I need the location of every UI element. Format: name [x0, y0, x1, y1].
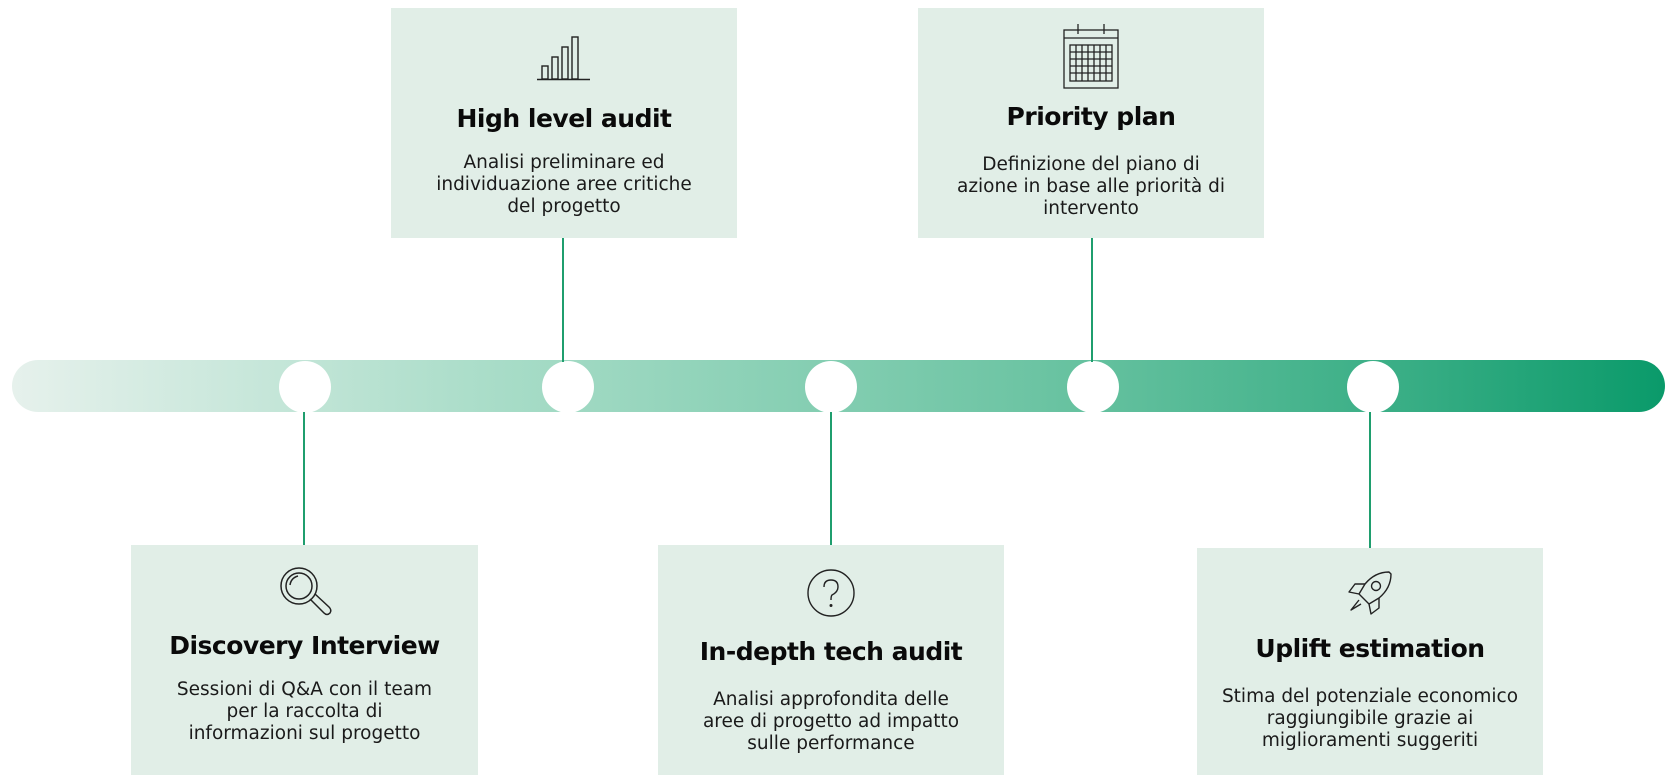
step-title: Discovery Interview: [169, 631, 440, 660]
step-description-line: Sessioni di Q&A con il team: [176, 679, 433, 700]
step-description: Stima del potenziale economico raggiungi…: [1197, 686, 1543, 752]
step-card-discovery-interview: Discovery Interview Sessioni di Q&A con …: [131, 545, 478, 775]
step-description-line: informazioni sul progetto: [188, 723, 421, 744]
step-card-in-depth-tech-audit: In-depth tech audit Analisi approfondita…: [658, 545, 1004, 775]
connector-uplift-estimation: [1369, 412, 1371, 548]
step-description-line: Stima del potenziale economico: [1221, 686, 1519, 707]
question-icon: [807, 569, 855, 617]
step-description-line: azione in base alle priorità di: [956, 176, 1225, 197]
step-description-line: Analisi approfondita delle: [713, 689, 949, 710]
step-description-line: intervento: [1043, 198, 1139, 219]
step-card-priority-plan: Priority plan Definizione del piano di a…: [918, 8, 1264, 238]
connector-in-depth-tech-audit: [830, 412, 832, 548]
step-title: Priority plan: [1006, 102, 1176, 131]
step-description-line: sulle performance: [747, 733, 915, 754]
connector-priority-plan: [1091, 238, 1093, 362]
step-description-line: Definizione del piano di: [982, 154, 1200, 175]
step-description: Analisi approfondita delle aree di proge…: [668, 689, 994, 755]
step-description: Sessioni di Q&A con il team per la racco…: [141, 679, 468, 745]
step-description-line: del progetto: [507, 196, 621, 217]
step-title: High level audit: [456, 104, 672, 133]
bar-chart-icon: [537, 36, 590, 81]
timeline-node-3: [805, 361, 857, 413]
step-description-line: individuazione aree critiche: [436, 174, 692, 195]
magnifier-icon: [279, 567, 332, 616]
step-description: Analisi preliminare ed individuazione ar…: [401, 152, 727, 218]
step-description: Definizione del piano di azione in base …: [928, 154, 1254, 220]
step-description-line: Analisi preliminare ed: [463, 152, 665, 173]
timeline-node-1: [279, 361, 331, 413]
step-card-high-level-audit: High level audit Analisi preliminare ed …: [391, 8, 737, 238]
step-description-line: miglioramenti suggeriti: [1261, 730, 1479, 751]
step-title: In-depth tech audit: [699, 637, 963, 666]
step-description-line: per la raccolta di: [226, 701, 383, 722]
rocket-icon: [1348, 571, 1392, 615]
step-description-line: aree di progetto ad impatto: [702, 711, 960, 732]
timeline-node-2: [542, 361, 594, 413]
step-title: Uplift estimation: [1255, 634, 1485, 663]
connector-high-level-audit: [562, 238, 564, 362]
timeline-node-4: [1067, 361, 1119, 413]
connector-discovery-interview: [303, 412, 305, 548]
step-description-line: raggiungibile grazie ai: [1266, 708, 1474, 729]
calendar-icon: [1063, 24, 1119, 89]
timeline-node-5: [1347, 361, 1399, 413]
step-card-uplift-estimation: Uplift estimation Stima del potenziale e…: [1197, 548, 1543, 775]
